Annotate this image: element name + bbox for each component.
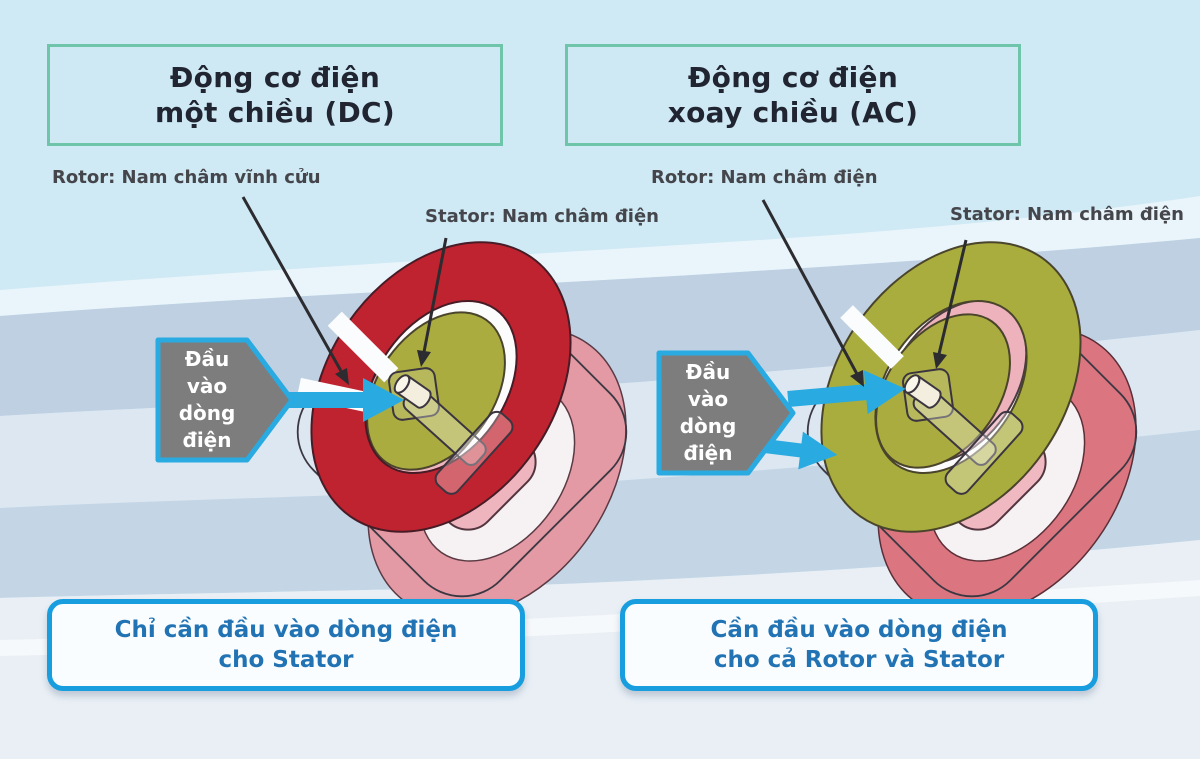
dc-rotor-label: Rotor: Nam châm vĩnh cửu (52, 167, 321, 188)
ac-motor-illustration (806, 241, 1138, 619)
dc-conclusion-line1: Chỉ cần đầu vào dòng điện (114, 617, 458, 643)
ac-conclusion-line2: cho cả Rotor và Stator (713, 647, 1005, 673)
ac-stator-callout-arrowhead (933, 352, 947, 369)
dc-ring-gap (327, 311, 399, 383)
ac-conclusion-line1: Cần đầu vào dòng điện (710, 617, 1008, 643)
dc-current-input-box: Đầu vào dòng điện (155, 337, 295, 463)
ac-input-line1: Đầu vào (685, 360, 731, 411)
ac-current-arrow-rotor (787, 370, 906, 415)
ac-conclusion-box: Cần đầu vào dòng điện cho cả Rotor và St… (620, 599, 1098, 691)
dc-conclusion-box: Chỉ cần đầu vào dòng điện cho Stator (47, 599, 525, 691)
dc-shaft-arm (402, 386, 514, 495)
dc-title-line2: một chiều (DC) (155, 96, 395, 129)
dc-stator-callout-line (422, 237, 448, 353)
ac-shaft-cylinder (903, 374, 942, 409)
ac-rotor-callout-arrowhead (850, 370, 864, 387)
dc-stator-callout-arrowhead (417, 350, 431, 367)
dc-motor-title-box: Động cơ điện một chiều (DC) (47, 44, 503, 146)
dc-motor-illustration (296, 241, 628, 619)
ac-shaft-arm (912, 386, 1024, 495)
pentagon-shape (656, 350, 796, 476)
dc-shaft-cylinder (393, 374, 432, 409)
dc-current-input-text: Đầu vào dòng điện (163, 337, 251, 463)
dc-input-line2: dòng điện (178, 401, 236, 452)
ac-stator-label: Stator: Nam châm điện (950, 204, 1184, 225)
ac-title-line2: xoay chiều (AC) (667, 96, 919, 129)
dc-current-arrow (280, 378, 404, 422)
ac-stator-callout-line (937, 239, 968, 355)
ac-current-input-box: Đầu vào dòng điện (656, 350, 796, 476)
dc-input-line1: Đầu vào (184, 347, 230, 398)
ac-rotor-label: Rotor: Nam châm điện (651, 167, 878, 188)
dc-rotor-callout-line (241, 196, 343, 372)
ac-ring-gap (840, 305, 904, 369)
ac-rotor-callout-line (761, 199, 859, 375)
pentagon-shape (155, 337, 295, 463)
ac-motor-title-box: Động cơ điện xoay chiều (AC) (565, 44, 1021, 146)
ac-input-line2: dòng điện (679, 414, 737, 465)
dc-stator-label: Stator: Nam châm điện (425, 206, 659, 227)
ac-title-line1: Động cơ điện (687, 61, 899, 94)
dc-rotor-callout-arrowhead (335, 368, 349, 385)
ac-current-input-text: Đầu vào dòng điện (664, 350, 752, 476)
dc-conclusion-line2: cho Stator (218, 647, 354, 673)
callout-lines (241, 196, 968, 387)
dc-title-line1: Động cơ điện (169, 61, 381, 94)
